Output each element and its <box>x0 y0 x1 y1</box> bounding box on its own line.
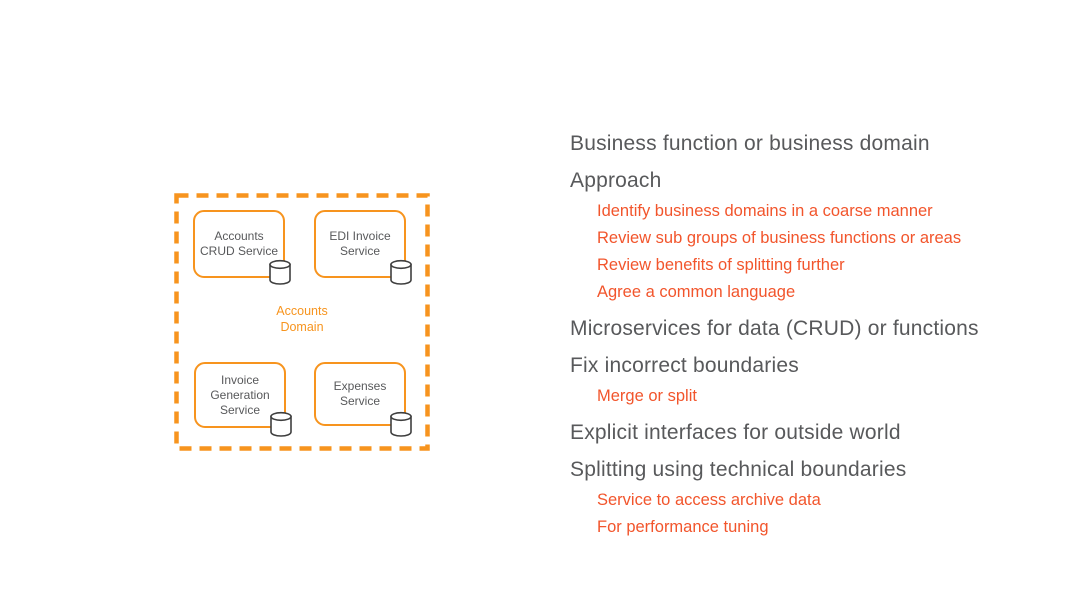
service-box-label: Expenses Service <box>333 379 387 408</box>
database-icon <box>390 411 412 437</box>
database-icon <box>270 411 292 437</box>
outline-heading: Approach <box>570 169 662 192</box>
outline-sub-item: Agree a common language <box>597 283 796 301</box>
service-box-label: Invoice Generation Service <box>210 372 270 417</box>
outline-heading: Microservices for data (CRUD) or functio… <box>570 317 979 340</box>
domain-label: Accounts Domain <box>276 304 328 334</box>
outline-heading: Explicit interfaces for outside world <box>570 421 901 444</box>
outline-heading: Fix incorrect boundaries <box>570 354 799 377</box>
database-icon <box>390 259 412 285</box>
service-box-label: Accounts CRUD Service <box>200 229 279 258</box>
outline-heading: Business function or business domain <box>570 132 930 155</box>
outline-heading: Splitting using technical boundaries <box>570 458 907 481</box>
outline-sub-item: Service to access archive data <box>597 491 821 509</box>
database-icon <box>269 259 291 285</box>
outline-sub-item: Merge or split <box>597 387 697 405</box>
outline-sub-item: Review sub groups of business functions … <box>597 229 962 247</box>
domain-boundary-dashed-border <box>174 193 430 451</box>
outline: Business function or business domain App… <box>570 130 1040 541</box>
outline-sub-item: Review benefits of splitting further <box>597 256 845 274</box>
outline-sub-item: Identify business domains in a coarse ma… <box>597 202 933 220</box>
service-box-label: EDI Invoice Service <box>329 229 391 258</box>
outline-sub-item: For performance tuning <box>597 518 769 536</box>
accounts-domain-diagram: Accounts CRUD Service EDI Invoice Servic… <box>174 193 430 451</box>
service-box-invoice-generation: Invoice Generation Service <box>194 362 286 428</box>
